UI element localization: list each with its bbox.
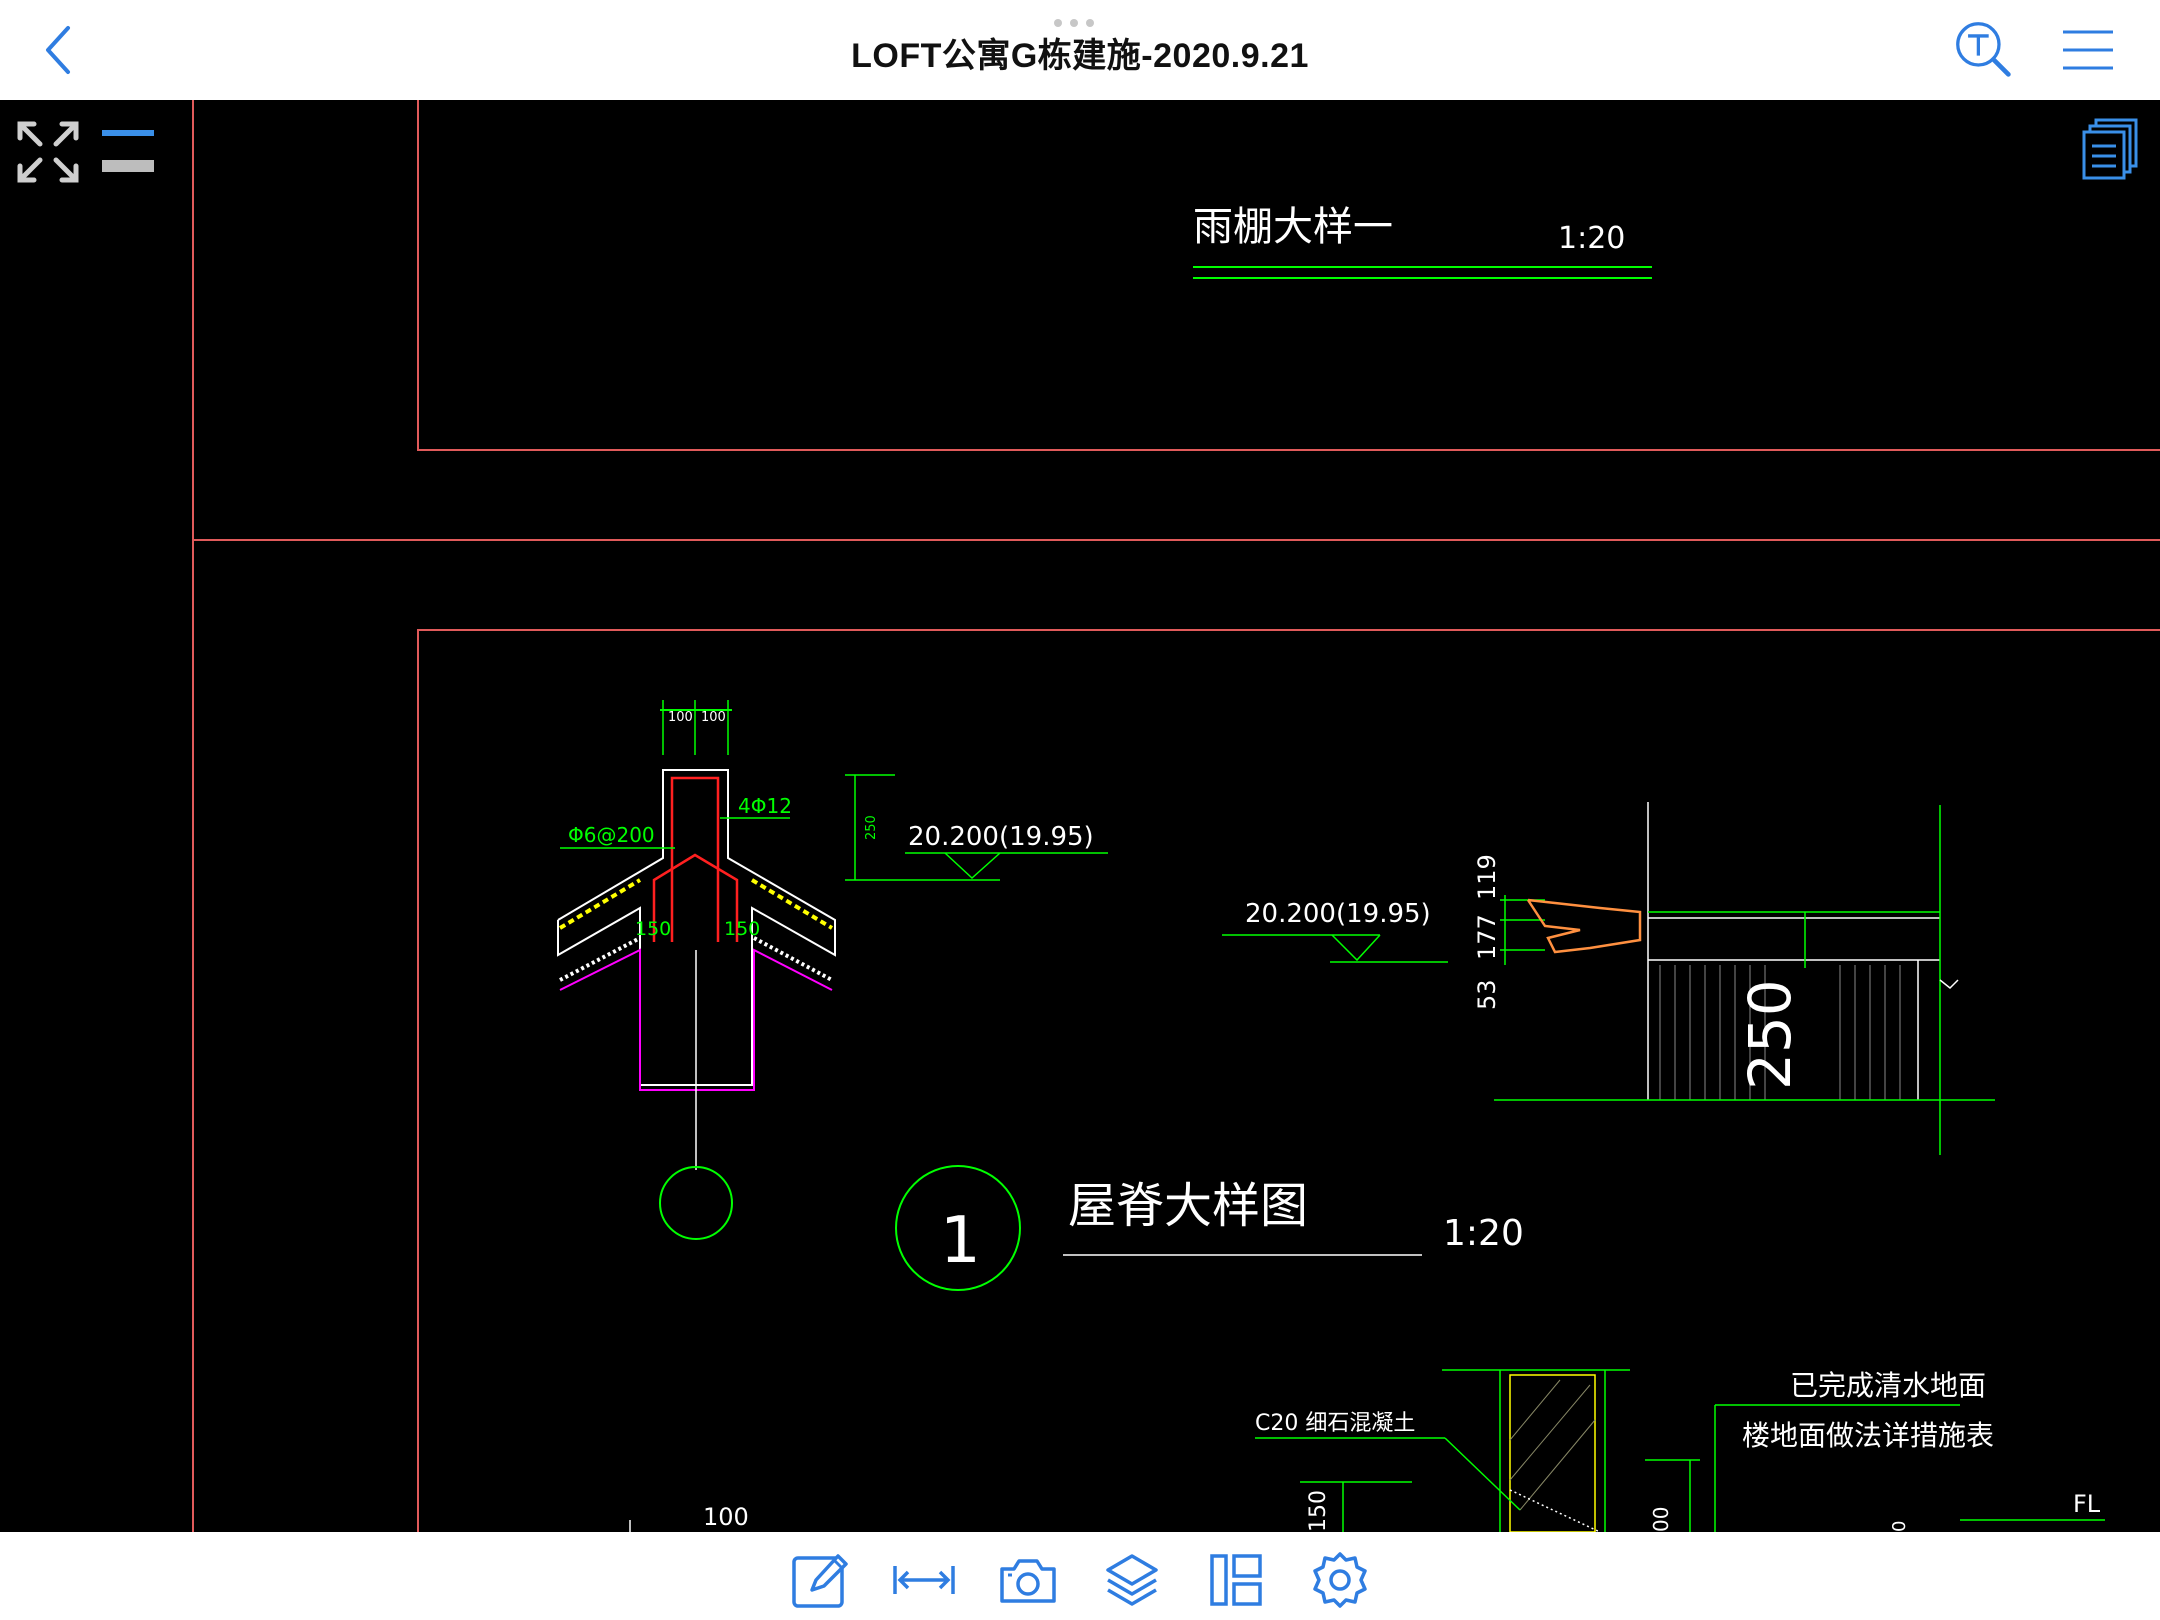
layout-button[interactable] — [1204, 1548, 1268, 1612]
ridge-number: 1 — [940, 1204, 981, 1278]
bottom-toolbar — [0, 1532, 2160, 1620]
elev-1: 20.200(19.95) — [908, 822, 1094, 852]
chevron-left-icon — [46, 26, 70, 74]
note-line-2: 楼地面做法详措施表 — [1742, 1419, 1994, 1452]
dim-250-small: 250 — [864, 815, 879, 840]
back-button[interactable] — [28, 20, 88, 80]
ridge-title: 屋脊大样图 — [1068, 1178, 1308, 1234]
sheets-stack-icon — [2082, 118, 2138, 180]
layer-toggle-button[interactable] — [100, 126, 156, 176]
sheet-list-button[interactable] — [2080, 116, 2144, 180]
frame-line — [417, 100, 2160, 451]
dim-150-bottom: 150 — [1306, 1490, 1331, 1532]
top-bar: LOFT公寓G栋建施-2020.9.21 — [0, 0, 2160, 101]
expand-arrows-icon — [17, 121, 79, 183]
text-search-button[interactable] — [1954, 20, 2014, 80]
layers-stack-icon — [1106, 1554, 1158, 1606]
note-line-1: 已完成清水地面 — [1790, 1369, 1986, 1402]
dim-119: 119 — [1473, 854, 1501, 900]
dim-100-b: 100 — [701, 710, 726, 725]
ridge-scale: 1:20 — [1443, 1213, 1524, 1254]
dim-250-big: 250 — [1736, 979, 1804, 1090]
pencil-edit-icon — [792, 1554, 848, 1608]
text-search-icon — [1956, 22, 2011, 77]
detail-top-scale: 1:20 — [1558, 221, 1625, 256]
camera-icon — [1000, 1559, 1056, 1603]
dim-00: 00 — [1649, 1507, 1673, 1532]
elev-2: 20.200(19.95) — [1245, 899, 1431, 929]
fit-view-button[interactable] — [16, 120, 80, 184]
measure-button[interactable] — [892, 1548, 956, 1612]
rebar-4phi12: 4Φ12 — [738, 794, 792, 818]
window-grabber[interactable] — [1054, 14, 1106, 27]
floor-section-drawing: C20 细石混凝土 已完成清水地面 楼地面做法详措施表 00 150 100 F… — [629, 1369, 2105, 1532]
document-title: LOFT公寓G栋建施-2020.9.21 — [851, 37, 1309, 75]
ridge-title-block: 1 屋脊大样图 1:20 — [895, 1165, 1524, 1291]
layout-panels-icon — [1210, 1554, 1262, 1606]
measure-arrows-icon — [893, 1566, 955, 1594]
dim-100-a: 100 — [668, 710, 693, 725]
screenshot-button[interactable] — [996, 1548, 1060, 1612]
drawing-canvas[interactable]: 雨棚大样一 1:20 100 100 4Φ12 Φ6@200 — [0, 100, 2160, 1532]
layers-button[interactable] — [1100, 1548, 1164, 1612]
cad-drawing: 雨棚大样一 1:20 100 100 4Φ12 Φ6@200 — [192, 100, 2160, 1532]
menu-button[interactable] — [2058, 20, 2118, 80]
dim-150-b: 150 — [724, 918, 760, 940]
gear-icon — [1313, 1552, 1367, 1608]
hamburger-menu-icon — [2063, 30, 2113, 70]
elevation-marker: 250 20.200(19.95) — [845, 774, 1108, 881]
dim-150-a: 150 — [635, 918, 671, 940]
annotate-button[interactable] — [788, 1548, 852, 1612]
canopy-section-drawing: 20.200(19.95) 119 177 53 — [1222, 802, 1995, 1155]
dim-0: 0 — [1889, 1521, 1910, 1532]
settings-button[interactable] — [1308, 1548, 1372, 1612]
ridge-section-drawing: 100 100 4Φ12 Φ6@200 150 150 — [557, 700, 836, 1240]
dim-177: 177 — [1473, 914, 1501, 960]
layer-lines-icon — [102, 130, 154, 172]
dim-53: 53 — [1473, 979, 1501, 1010]
detail-top-title: 雨棚大样一 — [1193, 204, 1393, 250]
rebar-phi6: Φ6@200 — [568, 823, 655, 847]
concrete-label: C20 细石混凝土 — [1255, 1411, 1415, 1436]
frame-line — [417, 629, 2160, 1532]
label-fl: FL — [2073, 1490, 2101, 1518]
dim-100-bottom: 100 — [703, 1503, 749, 1531]
